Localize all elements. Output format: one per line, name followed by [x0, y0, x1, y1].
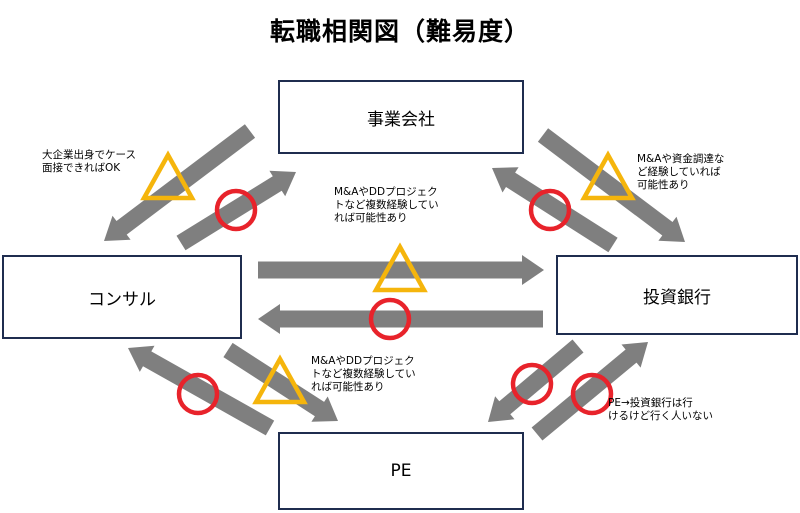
arrow-pe-to-investment_bank: [531, 342, 648, 441]
note-consulting-pe: M&AやDDプロジェク トなど複数経験してい れば可能性あり: [311, 355, 416, 393]
arrow-consulting-to-pe: [223, 342, 338, 422]
circle-mark-pe-to-consulting: [176, 372, 220, 416]
circle-mark-investment_bank-to-pe: [510, 362, 554, 406]
node-investment-bank-label: 投資銀行: [643, 287, 711, 308]
circle-mark-consulting-to-company: [214, 188, 258, 232]
triangle-mark-company-to-investment_bank: [580, 150, 636, 201]
note-consulting-to-company: 大企業出身でケース 面接できればOK: [42, 149, 136, 174]
node-consulting: コンサル: [2, 255, 242, 339]
triangle-mark-consulting-to-investment_bank: [372, 242, 428, 293]
diagram-title: 転職相関図（難易度）: [269, 17, 530, 46]
triangle-mark-consulting-to-pe: [252, 354, 308, 405]
arrow-pe-to-consulting: [128, 345, 275, 436]
arrow-consulting-to-investment_bank: [258, 255, 544, 285]
node-pe: PE: [278, 432, 524, 510]
node-pe-label: PE: [390, 461, 412, 481]
circle-mark-investment_bank-to-consulting: [368, 297, 412, 341]
arrow-company-to-consulting: [104, 124, 256, 241]
arrow-investment_bank-to-company: [492, 167, 618, 253]
note-pe-ib: PE→投資銀行は行 けるけど行く人いない: [608, 397, 713, 422]
arrow-consulting-to-company: [176, 170, 296, 251]
node-investment-bank: 投資銀行: [556, 255, 798, 335]
note-company-ib: M&Aや資金調達な ど経験していれば 可能性あり: [637, 153, 725, 191]
arrow-company-to-investment_bank: [537, 128, 685, 242]
node-company: 事業会社: [278, 80, 524, 154]
arrow-investment_bank-to-pe: [488, 339, 584, 422]
circle-mark-pe-to-investment_bank: [570, 372, 614, 416]
arrow-investment_bank-to-consulting: [258, 304, 543, 334]
circle-mark-investment_bank-to-company: [528, 188, 572, 232]
note-consulting-ib: M&AやDDプロジェク トなど複数経験してい れば可能性あり: [334, 186, 439, 224]
triangle-mark-company-to-consulting: [140, 150, 196, 201]
node-company-label: 事業会社: [367, 109, 435, 130]
node-consulting-label: コンサル: [88, 289, 156, 310]
